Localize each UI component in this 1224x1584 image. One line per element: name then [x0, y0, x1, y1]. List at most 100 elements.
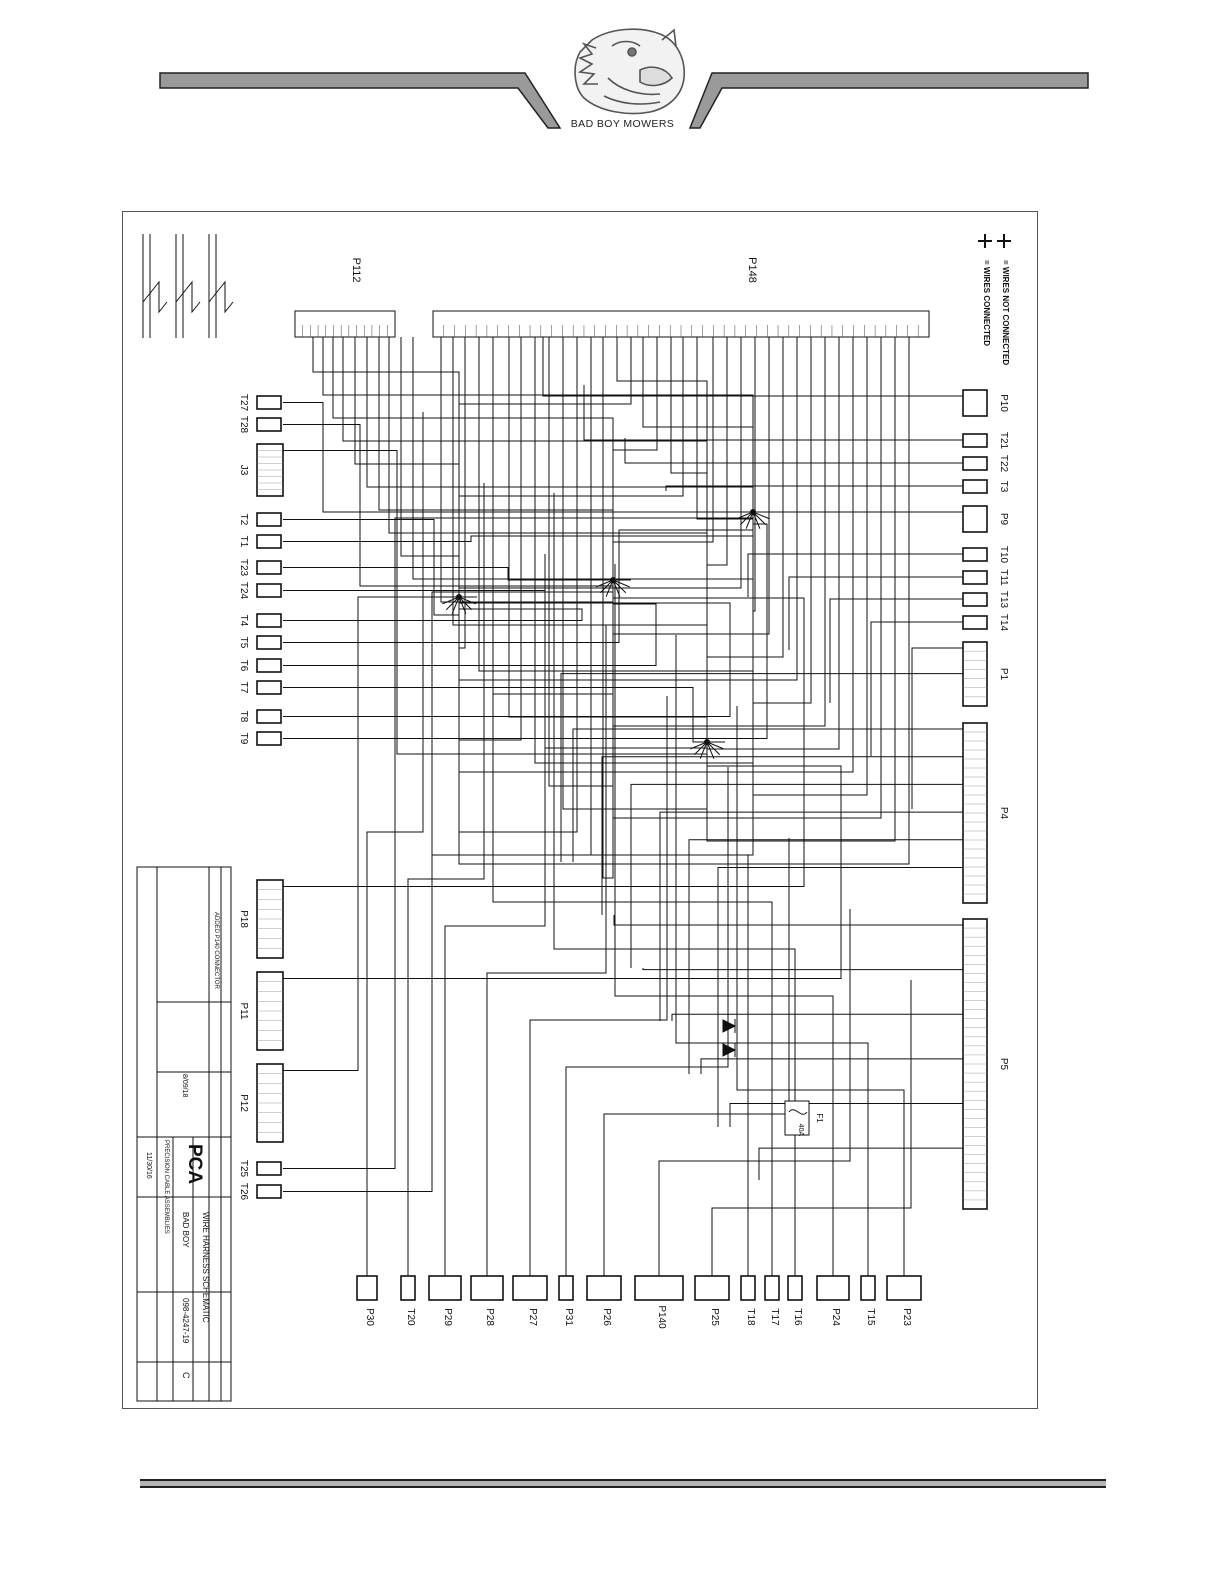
connector-t7 — [256, 680, 282, 695]
connector-p10 — [962, 389, 988, 417]
connector-label-j3: J3 — [238, 465, 249, 476]
wire — [693, 741, 708, 756]
connector-t3 — [962, 479, 988, 494]
connector-label-t17: T17 — [769, 1308, 780, 1326]
revision-date: 8/09/18 — [181, 1074, 188, 1097]
wire — [624, 438, 963, 464]
page-header: BAD BOY MOWERS — [0, 0, 1224, 150]
wire — [747, 553, 963, 597]
wire — [458, 596, 473, 611]
company-logo: PCA — [184, 1144, 205, 1184]
connector-label-t10: T10 — [998, 546, 1009, 564]
connector-t18 — [740, 1275, 756, 1301]
wire — [829, 598, 963, 703]
wire — [706, 337, 896, 842]
connector-t25 — [256, 1161, 282, 1176]
splice-junction — [610, 577, 616, 583]
connector-p30 — [356, 1275, 378, 1301]
wire — [283, 517, 753, 1169]
revision-note: ADDED P140 CONNECTOR — [213, 912, 219, 990]
crossing-wires-icon — [978, 234, 1011, 248]
connector-label-p28: P28 — [484, 1308, 495, 1326]
connector-p23 — [886, 1275, 922, 1301]
wire — [659, 811, 963, 1021]
connector-t10 — [962, 547, 988, 562]
connector-label-t6: T6 — [238, 660, 249, 672]
wire — [706, 741, 721, 756]
fuse-f1: 40A F1 — [784, 1100, 824, 1137]
header-right-bar — [688, 72, 1089, 129]
connector-t11 — [962, 570, 988, 585]
connector-t6 — [256, 658, 282, 673]
connector-label-p4: P4 — [998, 807, 1009, 820]
connector-t9 — [256, 731, 282, 746]
connector-p24 — [816, 1275, 850, 1301]
connector-t16 — [787, 1275, 803, 1301]
fuse-value: 40A — [797, 1124, 804, 1137]
wire — [603, 838, 790, 1276]
wire — [612, 337, 714, 580]
wire — [283, 535, 753, 542]
wire — [332, 337, 614, 580]
wire — [534, 337, 754, 764]
connector-label-t2: T2 — [238, 514, 249, 526]
wire — [458, 596, 467, 614]
wire — [745, 511, 754, 529]
brand-name: BAD BOY MOWERS — [570, 118, 675, 130]
connector-p112 — [294, 310, 396, 338]
legend-connected: = WIRES CONNECTED — [982, 260, 991, 346]
customer-name: BAD BOY — [181, 1212, 190, 1248]
wire — [642, 337, 754, 512]
wire — [688, 839, 963, 1074]
connector-label-p31: P31 — [563, 1308, 574, 1326]
wire — [283, 597, 805, 887]
connector-label-t8: T8 — [238, 711, 249, 723]
connector-t24 — [256, 583, 282, 598]
connector-p28 — [470, 1275, 504, 1301]
wire — [630, 783, 963, 968]
connector-t23 — [256, 560, 282, 575]
connector-label-t5: T5 — [238, 637, 249, 649]
wire — [378, 337, 614, 580]
title-block: PCA PRECISION CABLE ASSEMBLIES WIRE HARN… — [136, 866, 232, 1402]
wire — [565, 767, 729, 1276]
wire — [354, 337, 460, 597]
connector-label-p140: P140 — [656, 1305, 667, 1329]
wire — [752, 511, 761, 529]
wire — [752, 337, 868, 796]
wire — [283, 596, 459, 1071]
connector-label-t21: T21 — [998, 432, 1009, 450]
connector-t13 — [962, 592, 988, 607]
connector-t4 — [256, 613, 282, 628]
wire — [458, 337, 798, 681]
wire — [458, 337, 466, 649]
connector-t2 — [256, 512, 282, 527]
connector-label-t18: T18 — [745, 1308, 756, 1326]
wire — [458, 337, 684, 597]
wire — [612, 579, 627, 594]
wire — [717, 866, 963, 1127]
wire — [458, 596, 476, 605]
wire — [599, 579, 614, 594]
wire — [665, 485, 963, 491]
connector-label-p12: P12 — [238, 1094, 249, 1112]
wire — [388, 337, 708, 742]
connector-label-p10: P10 — [998, 394, 1009, 412]
wire — [583, 385, 963, 441]
connector-label-p112: P112 — [350, 258, 362, 283]
wire — [283, 450, 707, 755]
wire — [452, 337, 708, 742]
drawing-title: WIRE HARNESS SCHEMATIC — [201, 1212, 210, 1323]
wire — [431, 854, 749, 1276]
connector-label-t16: T16 — [792, 1308, 803, 1326]
drawing-date: 11/30/16 — [145, 1152, 152, 1179]
wire — [752, 511, 767, 526]
revision-letter: C — [181, 1372, 191, 1379]
wire-traces — [283, 332, 963, 1276]
wire — [529, 696, 668, 1276]
wire — [283, 424, 613, 587]
bulldog-logo-icon — [574, 28, 685, 115]
connector-label-p9: P9 — [998, 513, 1009, 526]
connector-label-p24: P24 — [830, 1308, 841, 1326]
